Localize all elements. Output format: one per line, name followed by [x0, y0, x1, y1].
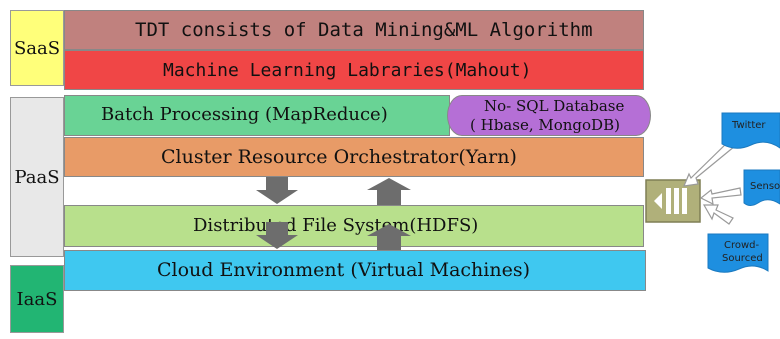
- paas-label: PaaS: [14, 166, 60, 188]
- ml-libraries-layer: Machine Learning Labraries(Mahout): [64, 50, 644, 90]
- tdt-layer-text: TDT consists of Data Mining&ML Algorithm: [135, 19, 593, 41]
- source-arrows: [683, 139, 742, 225]
- saas-label: SaaS: [13, 37, 61, 59]
- nosql-database: No- SQL Database ( Hbase, MongoDB): [447, 95, 651, 136]
- iaas-label: IaaS: [16, 288, 58, 310]
- queue-icon: [645, 179, 701, 223]
- cloud-layer: Cloud Environment (Virtual Machines): [64, 250, 646, 291]
- cloud-layer-text: Cloud Environment (Virtual Machines): [157, 259, 530, 281]
- twitter-label: Twitter: [732, 120, 766, 131]
- hdfs-layer-text: Distributed File System(HDFS): [193, 215, 479, 236]
- tdt-layer: TDT consists of Data Mining&ML Algorithm: [64, 10, 644, 50]
- yarn-layer-text: Cluster Resource Orchestrator(Yarn): [161, 146, 517, 168]
- saas-tier-label: SaaS: [10, 10, 64, 86]
- down-arrow-lower: [256, 222, 298, 249]
- iaas-tier-label: IaaS: [10, 265, 64, 333]
- up-arrow-upper: [367, 178, 411, 205]
- nosql-line2: ( Hbase, MongoDB): [470, 116, 620, 134]
- crowd-doc-shape: [707, 233, 769, 273]
- crowd-label-line2: Sourced: [722, 253, 763, 264]
- crowd-label-line1: Crowd-: [724, 240, 760, 251]
- hdfs-layer: Distributed File System(HDFS): [64, 205, 644, 247]
- batch-processing-text: Batch Processing (MapReduce): [101, 104, 388, 125]
- twitter-doc-shape: [721, 112, 780, 149]
- nosql-line1: No- SQL Database: [484, 97, 625, 115]
- sensor-doc-shape: [743, 169, 780, 206]
- up-arrow-lower: [367, 224, 411, 250]
- paas-tier-label: PaaS: [10, 97, 64, 257]
- ml-libraries-layer-text: Machine Learning Labraries(Mahout): [163, 60, 532, 81]
- sensor-label: Senso: [750, 181, 780, 192]
- down-arrow-upper: [256, 177, 298, 204]
- batch-processing-layer: Batch Processing (MapReduce): [64, 95, 450, 136]
- yarn-layer: Cluster Resource Orchestrator(Yarn): [64, 137, 644, 177]
